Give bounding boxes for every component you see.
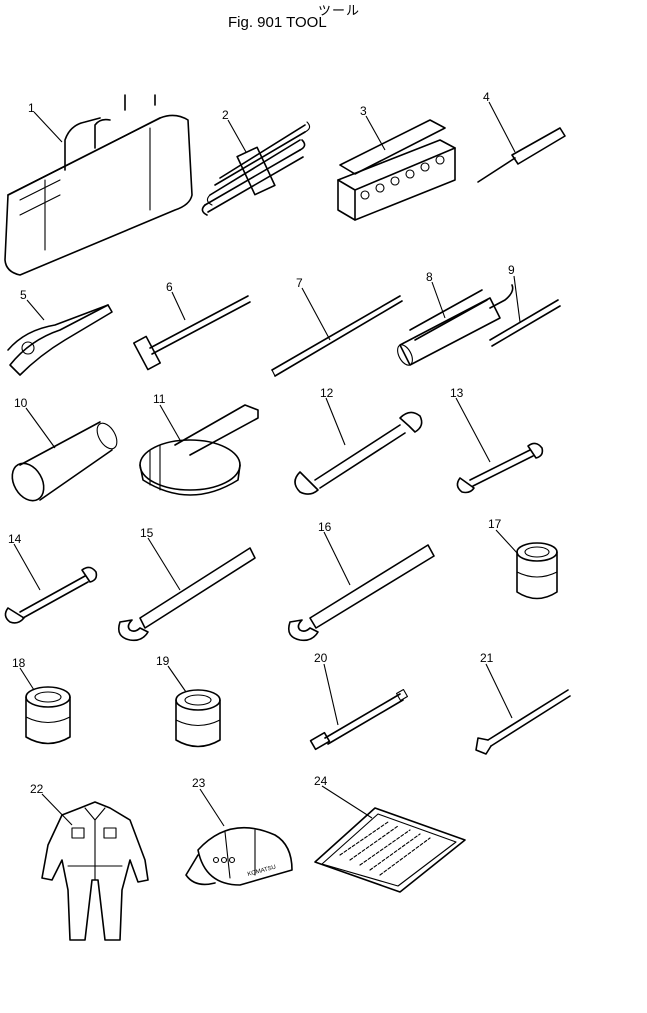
part-13-wrench — [455, 397, 544, 494]
callout-10: 10 — [14, 396, 28, 410]
part-22-coveralls — [41, 793, 149, 941]
part-23-cap: KOMATSU — [185, 788, 293, 886]
part-15-wrench — [117, 537, 256, 642]
callout-1: 1 — [28, 101, 35, 115]
callout-6: 6 — [166, 280, 173, 294]
callout-11: 11 — [153, 392, 166, 406]
part-5-pliers — [7, 299, 113, 376]
part-8-grease-gun — [397, 281, 514, 366]
part-20-extension-bar — [309, 663, 409, 751]
callout-18: 18 — [12, 656, 26, 670]
callout-2: 2 — [222, 108, 229, 122]
part-9-nozzle-rod — [489, 275, 561, 347]
part-21-l-handle — [475, 663, 571, 755]
callout-4: 4 — [483, 90, 490, 104]
part-19-socket — [167, 665, 221, 748]
part-1-tool-bag — [4, 94, 193, 276]
callout-12: 12 — [320, 386, 334, 400]
part-11-filter-wrench — [139, 404, 259, 496]
part-3-socket-box — [337, 115, 456, 221]
callout-5: 5 — [20, 288, 27, 302]
callout-16: 16 — [318, 520, 332, 534]
callout-8: 8 — [426, 270, 433, 284]
part-12-wrench — [294, 397, 423, 495]
part-7-bar — [271, 287, 403, 377]
callout-21: 21 — [480, 651, 494, 665]
part-16-wrench — [287, 531, 435, 642]
callout-24: 24 — [314, 774, 328, 788]
part-6-hammer — [132, 291, 251, 371]
callout-20: 20 — [314, 651, 328, 665]
callout-22: 22 — [30, 782, 44, 796]
part-2-wrench-set — [201, 119, 311, 216]
part-4-screwdriver — [477, 101, 566, 183]
figure-title: Fig. 901 TOOL — [228, 14, 327, 31]
callout-23: 23 — [192, 776, 206, 790]
callout-15: 15 — [140, 526, 154, 540]
callout-14: 14 — [8, 532, 22, 546]
callout-17: 17 — [488, 517, 502, 531]
part-17-socket — [495, 529, 558, 600]
part-14-wrench — [4, 543, 98, 624]
callout-9: 9 — [508, 263, 515, 277]
part-24-manual — [314, 785, 466, 893]
callout-19: 19 — [156, 654, 170, 668]
callout-3: 3 — [360, 104, 367, 118]
part-10-cylinder — [11, 407, 118, 502]
figure-title-japanese: ツール — [318, 3, 361, 18]
part-18-socket — [19, 667, 71, 745]
callout-7: 7 — [296, 276, 303, 290]
callout-13: 13 — [450, 386, 464, 400]
